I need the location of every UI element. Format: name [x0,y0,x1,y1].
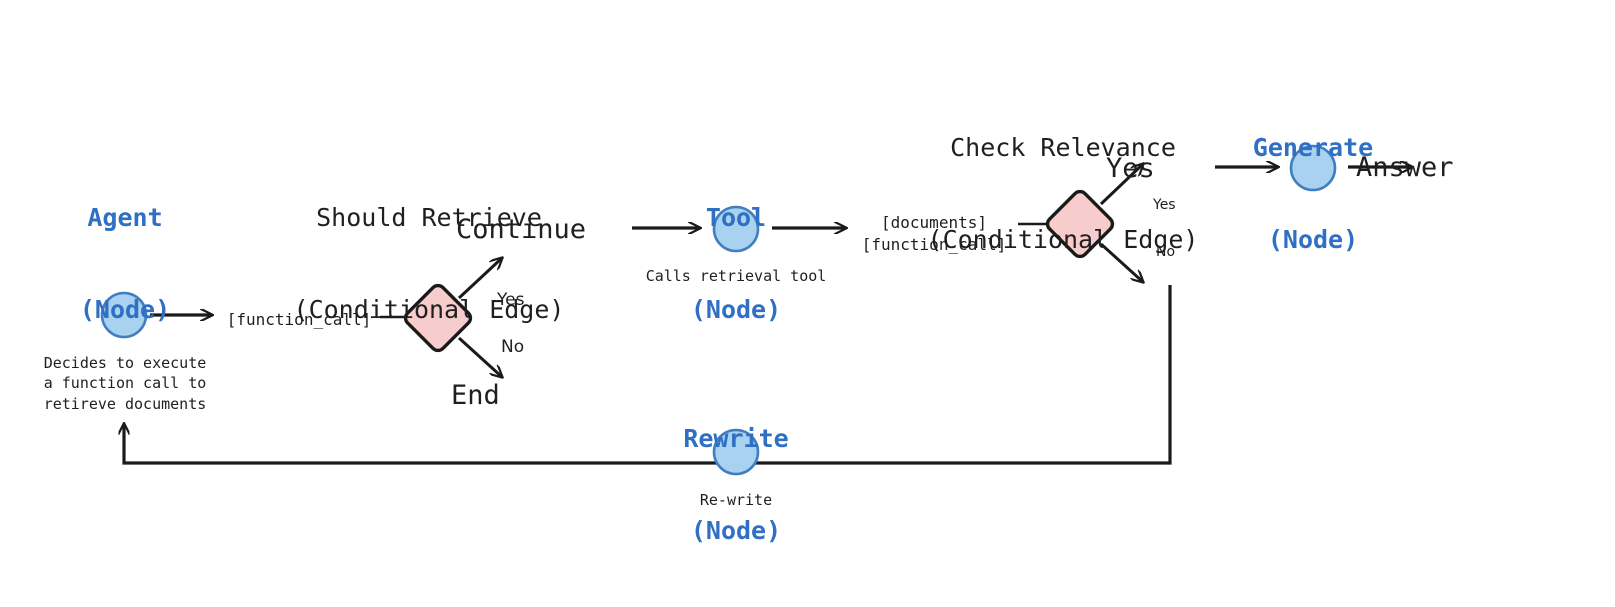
decision-check-relevance-title: Check Relevance (Conditional Edge) [833,72,1293,316]
terminal-answer: Answer [1356,152,1454,183]
decision-should-retrieve [403,283,473,353]
edge-should-retrieve-yes [457,258,502,300]
node-agent-circle[interactable] [100,291,148,339]
node-agent-title: Agent (Node) [15,142,235,386]
node-agent-caption: Decides to execute a function call to re… [43,354,207,413]
decision-should-retrieve-title: Should Retrieve (Conditional Edge) [219,142,639,386]
node-generate-circle[interactable] [1289,144,1337,192]
node-rewrite-caption: Re-write [699,491,773,509]
diagram-edges-layer [100,144,1615,476]
node-rewrite-title: Rewrite (Node) [606,363,866,607]
terminal-continue: Continue [456,214,587,245]
decision-should-retrieve-title-line1: Should Retrieve [316,203,542,232]
node-rewrite-title-line1: Rewrite [683,424,789,453]
node-generate-title-line2: (Node) [1267,224,1359,254]
branch-label-should-retrieve-yes: Yes [497,290,525,310]
node-tool-title-line2: (Node) [690,294,782,324]
diagram-canvas: Agent (Node) Decides to execute a functi… [15,72,1615,545]
node-generate-title-line1: Generate [1252,133,1374,162]
node-tool-caption: Calls retrieval tool [645,267,827,285]
edge-rewrite-feedback-loop [124,285,1172,465]
terminal-end: End [451,380,500,411]
terminal-yes: Yes [1106,153,1155,184]
branch-label-should-retrieve-no: No [501,337,525,357]
node-generate-title: Generate (Node) [1183,72,1443,316]
edge-should-retrieve-no [457,336,502,377]
node-agent-title-line2: (Node) [79,294,171,324]
node-rewrite-circle[interactable] [712,428,760,476]
edge-check-relevance-yes [1099,164,1143,206]
node-rewrite-title-line2: (Node) [690,515,782,545]
decision-should-retrieve-title-line2: (Conditional Edge) [293,294,565,324]
edge-label-function-call: [function_call] [226,310,372,329]
edge-check-relevance-no [1099,242,1143,282]
node-agent-title-line1: Agent [87,203,163,232]
node-tool-title: Tool (Node) [616,142,856,386]
decision-check-relevance-title-line1: Check Relevance [950,133,1176,162]
node-tool-circle[interactable] [712,205,760,253]
edge-label-documents-function-call: [documents] [function_call] [861,213,1007,254]
node-tool-title-line1: Tool [705,203,767,232]
decision-check-relevance [1045,189,1115,259]
branch-label-check-relevance-yes: Yes [1153,197,1176,213]
branch-label-check-relevance-no: No [1156,244,1176,260]
decision-check-relevance-title-line2: (Conditional Edge) [927,224,1199,254]
